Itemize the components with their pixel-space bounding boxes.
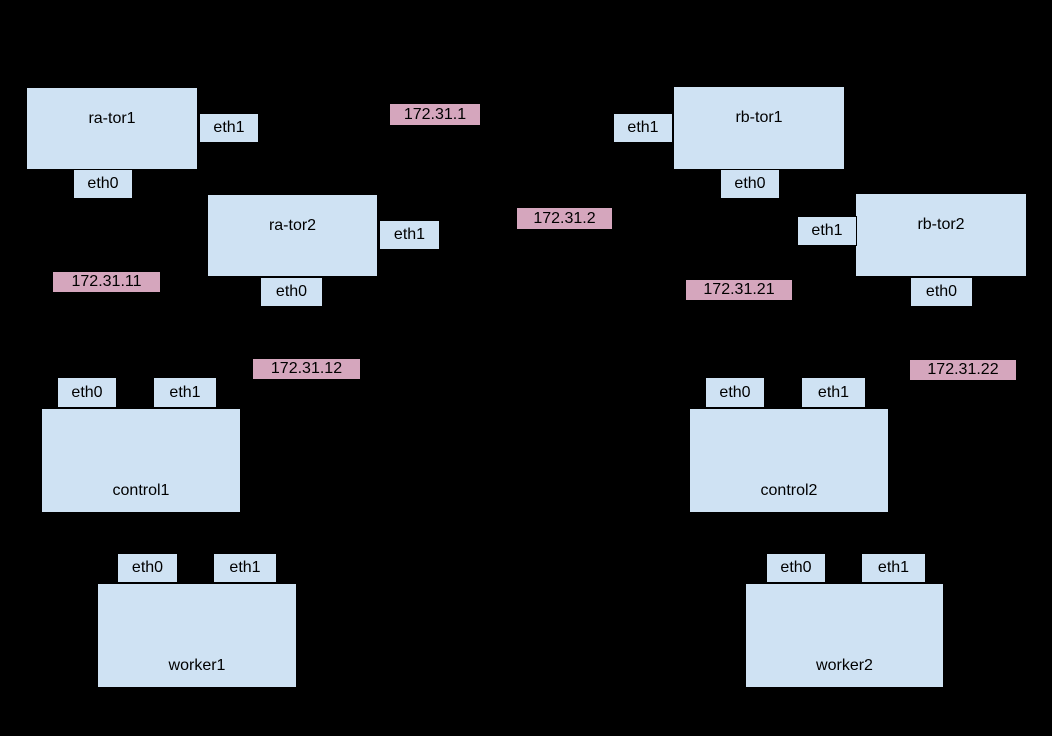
node-control1: control1	[41, 408, 241, 513]
node-label-rb-tor1: rb-tor1	[735, 109, 783, 126]
node-label-control1: control1	[112, 482, 170, 499]
node-label-rb-tor2: rb-tor2	[917, 216, 965, 233]
ip-text: 172.31.21	[703, 281, 775, 298]
node-label-control2: control2	[760, 482, 818, 499]
node-label-worker1: worker1	[168, 657, 226, 674]
ip-text: 172.31.2	[533, 209, 596, 227]
ip-label-172-31-21: 172.31.21	[686, 280, 792, 300]
port-rb-tor2-eth1: eth1	[797, 216, 857, 246]
port-label: eth1	[811, 222, 843, 239]
port-ra-tor1-eth1: eth1	[199, 113, 259, 143]
port-ra-tor1-eth0: eth0	[73, 169, 133, 199]
ip-label-172-31-12: 172.31.12	[253, 359, 360, 379]
node-rb-tor1: rb-tor1	[673, 86, 845, 170]
node-worker1: worker1	[97, 583, 297, 688]
port-label: eth0	[131, 559, 164, 576]
port-ra-tor2-eth0: eth0	[260, 277, 323, 307]
ip-text: 172.31.11	[71, 273, 142, 290]
port-rb-tor2-eth0: eth0	[910, 277, 973, 307]
node-worker2: worker2	[745, 583, 944, 688]
port-worker1-eth0: eth0	[117, 553, 178, 583]
port-label: eth1	[627, 119, 659, 136]
port-worker2-eth0: eth0	[766, 553, 826, 583]
node-label-ra-tor1: ra-tor1	[88, 110, 136, 127]
port-label: eth1	[877, 559, 910, 576]
ip-label-172-31-2: 172.31.2	[517, 208, 612, 229]
ip-label-172-31-11: 172.31.11	[53, 272, 160, 292]
port-control2-eth0: eth0	[705, 377, 765, 408]
node-ra-tor1: ra-tor1	[26, 87, 198, 170]
ip-text: 172.31.22	[927, 361, 999, 378]
port-label: eth0	[780, 559, 812, 576]
port-label: eth0	[734, 175, 766, 192]
port-label: eth1	[817, 383, 850, 401]
ip-text: 172.31.1	[403, 105, 467, 123]
port-label: eth1	[229, 559, 261, 576]
port-label: eth0	[87, 175, 119, 192]
port-label: eth1	[213, 119, 245, 136]
node-label-worker2: worker2	[816, 657, 873, 674]
port-control1-eth1: eth1	[153, 377, 217, 408]
node-label-ra-tor2: ra-tor2	[268, 217, 317, 234]
port-label: eth0	[925, 283, 958, 300]
port-worker1-eth1: eth1	[213, 553, 277, 583]
port-ra-tor2-eth1: eth1	[379, 220, 440, 250]
port-rb-tor1-eth0: eth0	[720, 169, 780, 199]
port-worker2-eth1: eth1	[861, 553, 926, 583]
node-control2: control2	[689, 408, 889, 513]
port-label: eth1	[169, 383, 201, 401]
node-ra-tor2: ra-tor2	[207, 194, 378, 277]
ip-text: 172.31.12	[270, 360, 343, 377]
port-rb-tor1-eth1: eth1	[613, 113, 673, 143]
port-label: eth0	[719, 383, 751, 401]
port-label: eth0	[71, 383, 103, 401]
ip-label-172-31-22: 172.31.22	[910, 360, 1016, 380]
ip-label-172-31-1: 172.31.1	[390, 104, 480, 125]
port-label: eth0	[275, 283, 308, 300]
node-rb-tor2: rb-tor2	[855, 193, 1027, 277]
port-control1-eth0: eth0	[57, 377, 117, 408]
port-control2-eth1: eth1	[801, 377, 866, 408]
port-label: eth1	[393, 226, 426, 243]
